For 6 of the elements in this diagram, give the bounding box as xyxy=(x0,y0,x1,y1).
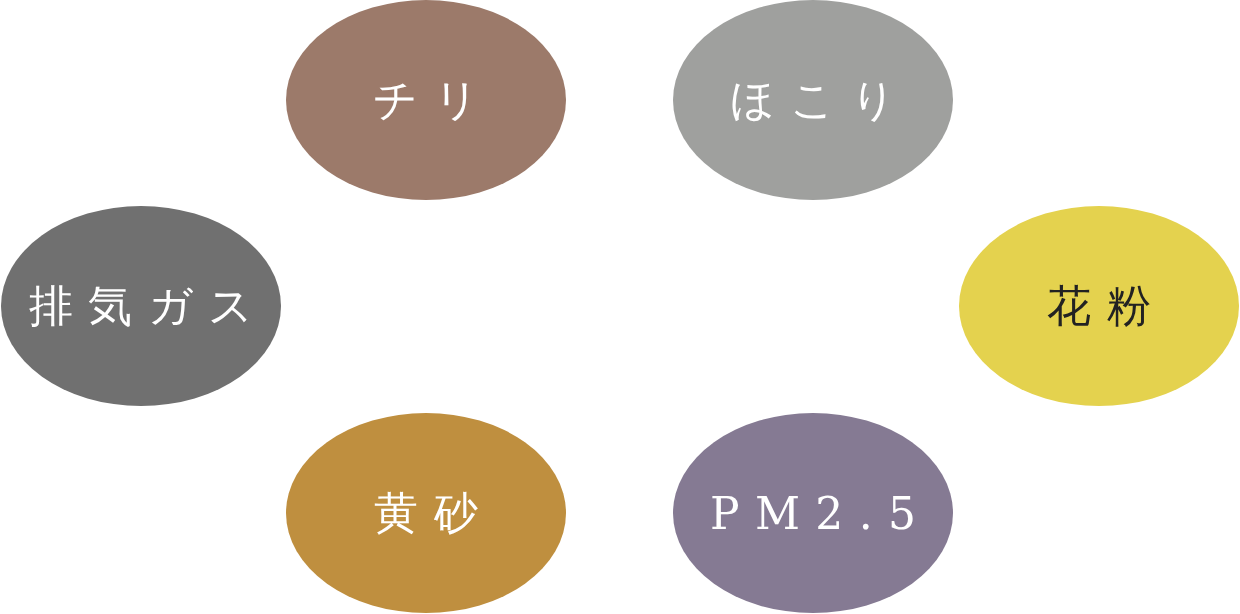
node-label: チリ xyxy=(373,72,495,127)
node-label: 花粉 xyxy=(1047,278,1167,333)
node-label: ほこり xyxy=(730,72,912,127)
node-label: 排気ガス xyxy=(28,278,269,333)
node-label: PM2.5 xyxy=(709,487,932,539)
node-label: 黄砂 xyxy=(374,485,494,540)
